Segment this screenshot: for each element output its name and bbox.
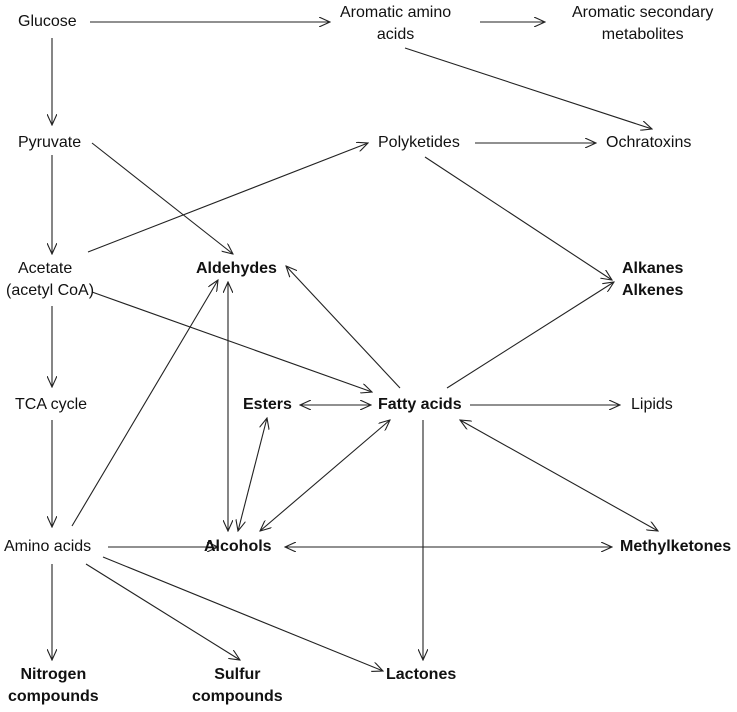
node-alkanes-alkenes: Alkanes Alkenes [622,258,683,302]
node-alcohols-label: Alcohols [204,538,272,555]
edge-acetate-polyketides [87,143,368,253]
node-glucose-label: Glucose [18,13,77,30]
node-pyruvate-label: Pyruvate [18,134,82,151]
node-lipids-label: Lipids [631,396,673,413]
node-esters: Esters [243,394,292,416]
node-amino-acids-label: Amino acids [4,538,92,555]
node-aldehydes-label: Aldehydes [196,260,277,277]
node-polyketides: Polyketides [378,132,460,154]
node-lactones: Lactones [386,664,456,686]
node-aromatic-secondary-metabolites: Aromatic secondary metabolites [572,2,713,46]
node-methylketones-label: Methylketones [620,538,732,555]
node-acetate: Acetate (acetyl CoA) [6,258,94,302]
node-alkenes-label: Alkenes [622,282,684,299]
node-ochratoxins-label: Ochratoxins [606,134,692,151]
edge-polyketides-alkanes [424,156,612,280]
node-fatty-acids-label: Fatty acids [378,396,462,413]
node-sulfur-compounds-line-2: compounds [192,688,283,705]
edge-esters-alcohols [238,418,267,531]
node-tca-cycle-label: TCA cycle [15,396,88,413]
edge-amino-acids-sulfur-compounds [85,563,240,660]
edge-amino-acids-aldehydes [71,280,218,527]
node-nitrogen-compounds: Nitrogen compounds [8,664,99,708]
node-esters-label: Esters [243,396,292,413]
edge-fatty-acids-alkanes [446,282,614,389]
node-sulfur-compounds: Sulfur compounds [192,664,283,708]
node-pyruvate: Pyruvate [18,132,81,154]
node-polyketides-label: Polyketides [378,134,460,151]
node-aromatic-amino-acids-line-2: acids [376,26,415,43]
node-tca-cycle: TCA cycle [15,394,87,416]
node-ochratoxins: Ochratoxins [606,132,691,154]
edge-fatty-acids-aldehydes [286,266,401,389]
node-lipids: Lipids [631,394,673,416]
node-fatty-acids: Fatty acids [378,394,462,416]
node-glucose: Glucose [18,11,77,33]
node-sulfur-compounds-line-1: Sulfur [214,666,261,683]
edge-aromatic-amino-acids-ochratoxins [404,47,652,129]
edge-amino-acids-lactones [102,556,383,671]
edge-acetate-fatty-acids [91,291,372,392]
node-acetate-line-1: Acetate [18,260,73,277]
node-acetate-line-2: (acetyl CoA) [6,282,95,299]
node-aromatic-secondary-metabolites-line-2: metabolites [601,26,684,43]
edge-fatty-acids-methylketones [460,420,658,531]
edge-fatty-acids-alcohols [260,420,390,531]
node-methylketones: Methylketones [620,536,731,558]
node-aromatic-secondary-metabolites-line-1: Aromatic secondary [572,4,714,21]
node-alkanes-label: Alkanes [622,260,684,277]
node-alcohols: Alcohols [204,536,272,558]
edge-pyruvate-aldehydes [91,142,233,254]
node-lactones-label: Lactones [386,666,457,683]
node-aromatic-amino-acids: Aromatic amino acids [340,2,451,46]
node-aromatic-amino-acids-line-1: Aromatic amino [340,4,452,21]
node-aldehydes: Aldehydes [196,258,277,280]
node-nitrogen-compounds-line-1: Nitrogen [20,666,87,683]
node-nitrogen-compounds-line-2: compounds [8,688,99,705]
node-amino-acids: Amino acids [4,536,91,558]
